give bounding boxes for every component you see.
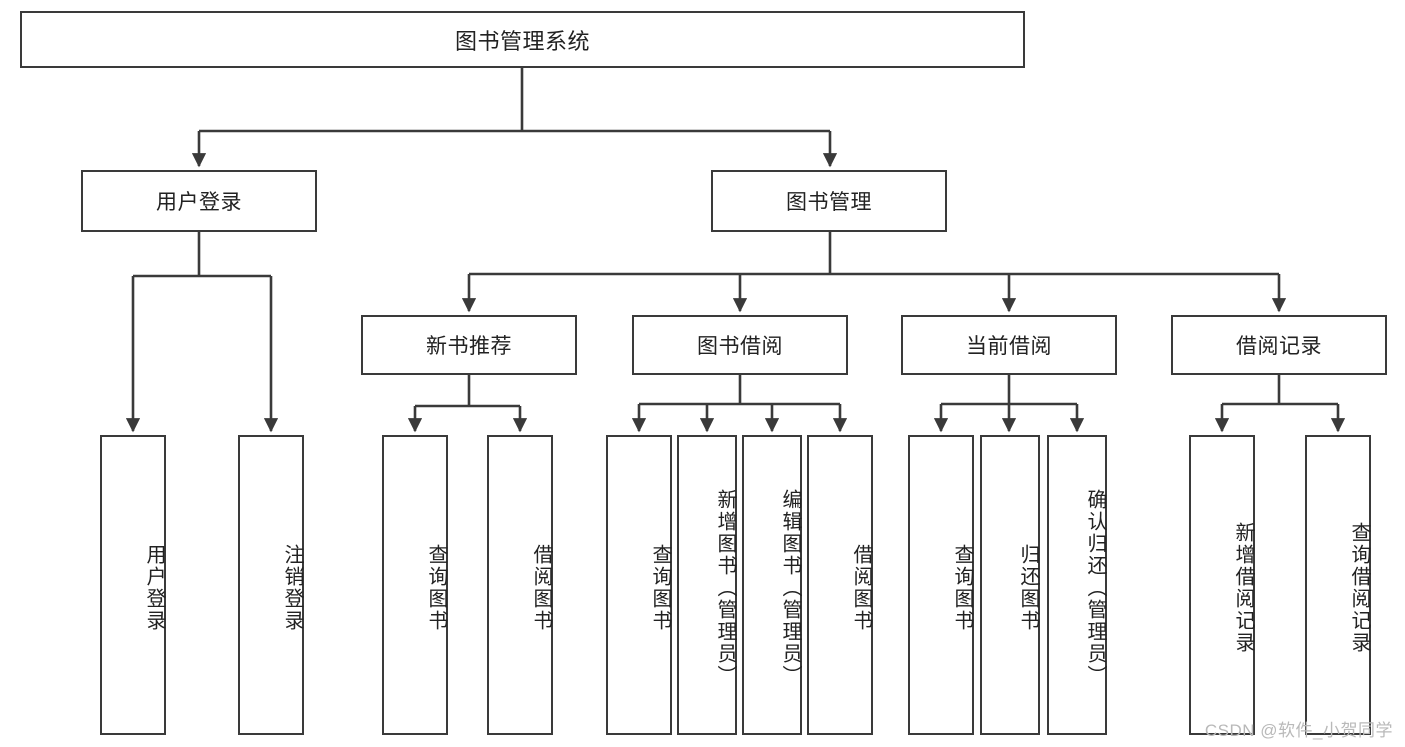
node-label: 用户登录 bbox=[156, 191, 242, 214]
node-book-borrow[interactable]: 图书借阅 bbox=[632, 315, 848, 375]
node-leaf-query-book-2[interactable]: 查询图书 bbox=[606, 435, 672, 735]
node-leaf-borrow-book-2[interactable]: 借阅图书 bbox=[807, 435, 873, 735]
node-label: 查询图书 bbox=[649, 544, 671, 632]
node-label: 新增借阅记录 bbox=[1232, 522, 1254, 654]
node-label: 用户登录 bbox=[143, 544, 165, 632]
node-leaf-borrow-book-1[interactable]: 借阅图书 bbox=[487, 435, 553, 735]
node-leaf-add-book[interactable]: 新增图书（管理员） bbox=[677, 435, 737, 735]
node-label: 查询图书 bbox=[951, 544, 973, 632]
node-label: 查询借阅记录 bbox=[1348, 522, 1370, 654]
node-leaf-return-book[interactable]: 归还图书 bbox=[980, 435, 1040, 735]
node-label: 新增图书（管理员） bbox=[714, 489, 736, 687]
watermark-text: CSDN @软件_小贺同学 bbox=[1204, 721, 1393, 740]
node-leaf-user-login[interactable]: 用户登录 bbox=[100, 435, 166, 735]
node-label: 编辑图书（管理员） bbox=[779, 489, 801, 687]
node-leaf-query-record[interactable]: 查询借阅记录 bbox=[1305, 435, 1371, 735]
node-current-borrow[interactable]: 当前借阅 bbox=[901, 315, 1117, 375]
node-new-book-recommend[interactable]: 新书推荐 bbox=[361, 315, 577, 375]
node-label: 注销登录 bbox=[281, 544, 303, 632]
node-label: 图书管理 bbox=[786, 191, 872, 214]
node-label: 确认归还（管理员） bbox=[1084, 489, 1106, 687]
node-label: 新书推荐 bbox=[426, 335, 512, 358]
node-label: 借阅图书 bbox=[850, 544, 872, 632]
node-root-book-management-system[interactable]: 图书管理系统 bbox=[20, 11, 1025, 68]
node-leaf-query-book-1[interactable]: 查询图书 bbox=[382, 435, 448, 735]
node-label: 借阅记录 bbox=[1236, 335, 1322, 358]
node-leaf-user-logout[interactable]: 注销登录 bbox=[238, 435, 304, 735]
node-leaf-add-record[interactable]: 新增借阅记录 bbox=[1189, 435, 1255, 735]
node-leaf-query-book-3[interactable]: 查询图书 bbox=[908, 435, 974, 735]
node-borrow-record[interactable]: 借阅记录 bbox=[1171, 315, 1387, 375]
node-leaf-confirm-return[interactable]: 确认归还（管理员） bbox=[1047, 435, 1107, 735]
node-leaf-edit-book[interactable]: 编辑图书（管理员） bbox=[742, 435, 802, 735]
node-label: 图书借阅 bbox=[697, 335, 783, 358]
node-label: 查询图书 bbox=[425, 544, 447, 632]
node-label: 当前借阅 bbox=[966, 335, 1052, 358]
node-label: 图书管理系统 bbox=[454, 28, 590, 54]
node-user-login[interactable]: 用户登录 bbox=[81, 170, 317, 232]
node-label: 借阅图书 bbox=[530, 544, 552, 632]
node-book-management[interactable]: 图书管理 bbox=[711, 170, 947, 232]
node-label: 归还图书 bbox=[1017, 544, 1039, 632]
